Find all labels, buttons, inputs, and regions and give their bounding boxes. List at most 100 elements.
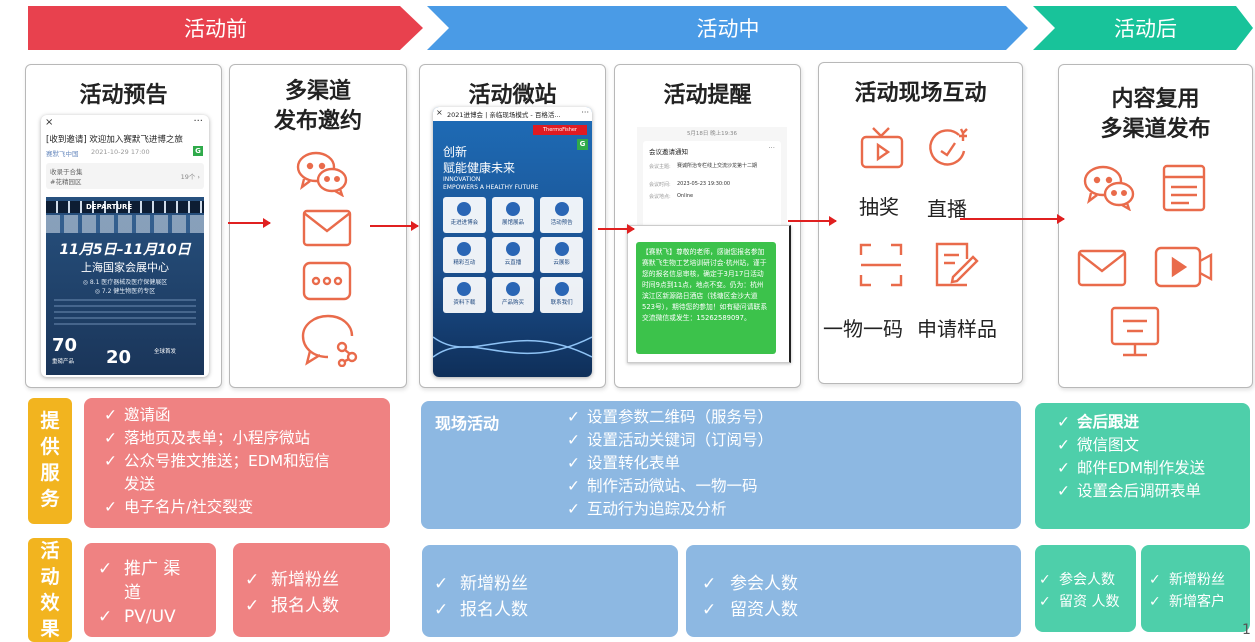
poster-body-text (54, 299, 196, 327)
service-item: ✓设置参数二维码（服务号） (567, 408, 774, 426)
social-share-icon (300, 313, 358, 367)
microsite-button[interactable]: 走进进博会 (443, 197, 486, 233)
apply-sample-icon (933, 239, 979, 289)
effects-row-label: 活动效果 (28, 538, 72, 642)
poster-stat-2-label: 全球首发 (154, 349, 177, 355)
phase-arrows (28, 6, 1253, 50)
panel-preview: 活动预告 × ··· [收到邀请] 欢迎加入赛默飞进博之旅 赛默飞中国 2021… (25, 64, 222, 388)
poster-stripes (46, 215, 204, 233)
services-row-label: 提供服务 (28, 398, 72, 524)
microsite-button[interactable]: 产品购买 (491, 277, 535, 313)
notice-meeting-time: 2023-05-23 19:30:00 (677, 181, 731, 187)
brand-g-icon: G (577, 139, 588, 150)
panel-microsite-title: 活动微站 (468, 83, 557, 108)
mail-icon (302, 209, 352, 247)
collection-tag: #花精园区 (50, 178, 82, 186)
lottery-icon (859, 125, 905, 171)
connector-arrow (788, 217, 837, 225)
phase-before-arrow (28, 6, 423, 50)
article-author: 赛默飞中国 (46, 150, 79, 158)
microsite-button[interactable]: 展馆展品 (491, 197, 535, 233)
microsite-button-grid: 走进进博会 展馆展品 活动预告 精彩互动 云直播 云展影 资料下载 产品购买 联… (443, 197, 583, 313)
service-item: ✓设置会后调研表单 (1057, 482, 1202, 500)
effects-box-4: ✓参会人数 ✓留资人数 (686, 545, 1021, 637)
event-poster: DEPARTURE 11月5日–11月10日 上海国家会展中心 ◎ 8.1 医疗… (46, 197, 204, 375)
panel-channels-title-1: 多渠道 (284, 79, 351, 104)
services-during-list: ✓设置参数二维码（服务号） ✓设置活动关键词（订阅号） ✓设置转化表单 ✓制作活… (567, 406, 773, 521)
qrcode-scan-icon (857, 241, 905, 289)
service-item: 发送 (124, 475, 156, 493)
poster-stat-1-label: 重磅产品 (52, 359, 75, 365)
microsite-button[interactable]: 资料下载 (443, 277, 486, 313)
panel-preview-title: 活动预告 (79, 83, 168, 108)
more-icon: ··· (768, 144, 775, 152)
notice-topic-label: 会议主题: (649, 164, 671, 170)
connector-arrow (370, 222, 419, 230)
connector-arrow (960, 215, 1065, 223)
microsite-button[interactable]: 云直播 (491, 237, 535, 273)
service-item: ✓微信图文 (1057, 436, 1140, 454)
microsite-button[interactable]: 活动预告 (540, 197, 583, 233)
meeting-notice-mock: 5月18日 晚上19:36 会议邀请通知 ··· 会议主题: 赛诚所治专栏线上交… (637, 127, 787, 237)
effect-item: ✓留资 人数 (1039, 594, 1120, 610)
poster-stat-1: 70 (52, 335, 78, 356)
connector-arrow (228, 219, 271, 227)
collection-count: 19个 › (180, 173, 200, 181)
panel-reuse-title-2: 多渠道发布 (1100, 117, 1211, 142)
live-label: 直播 (927, 197, 967, 221)
notice-card-title: 会议邀请通知 (649, 148, 688, 156)
close-icon: × (436, 108, 443, 117)
notice-card[interactable]: 会议邀请通知 ··· 会议主题: 赛诚所治专栏线上交流沙龙第十二期 会议时间: … (643, 141, 781, 231)
more-icon: ··· (193, 116, 203, 127)
sms-bubble: 【赛默飞】尊敬的老师，感谢您报名参加赛默飞生物工艺培训研讨会·杭州站，谨于您的报… (636, 242, 776, 354)
more-icon: ··· (581, 108, 589, 117)
apply-sample-label: 申请样品 (917, 317, 997, 341)
mail-icon (1077, 249, 1127, 287)
panel-onsite-title: 活动现场互动 (854, 81, 987, 106)
service-item: ✓电子名片/社交裂变 (104, 498, 254, 516)
article-date: 2021-10-29 17:00 (91, 148, 150, 156)
lottery-label: 抽奖 (859, 195, 899, 219)
poster-booth-2: ◎ 7.2 健生物医药专区 (94, 288, 156, 295)
phase-before-label: 活动前 (184, 17, 247, 41)
panel-reminder: 活动提醒 5月18日 晚上19:36 会议邀请通知 ··· 会议主题: 赛诚所治… (614, 64, 801, 388)
effect-item: ✓参会人数 (702, 574, 798, 594)
phase-after-arrow (1033, 6, 1253, 50)
services-during-box: 现场活动 ✓设置参数二维码（服务号） ✓设置活动关键词（订阅号） ✓设置转化表单… (421, 401, 1021, 529)
effect-item: ✓参会人数 (1039, 572, 1115, 588)
brand-g-icon: G (193, 146, 203, 156)
qrcode-label: 一物一码 (823, 317, 903, 341)
collection-card[interactable]: 收录于合集 #花精园区 19个 › (46, 163, 204, 189)
effect-item: ✓报名人数 (434, 600, 528, 620)
article-headline: [收到邀请] 欢迎加入赛默飞进博之旅 (46, 135, 183, 145)
services-during-label: 现场活动 (435, 414, 500, 433)
notice-place: Online (677, 193, 694, 199)
panel-reuse-title-1: 内容复用 (1111, 87, 1200, 112)
screen-icon (1109, 305, 1161, 359)
microsite-button[interactable]: 精彩互动 (443, 237, 486, 273)
poster-booth-1: ◎ 8.1 医疗器械及医疗保健展区 (82, 279, 168, 286)
effect-item: ✓留资人数 (702, 600, 798, 620)
connector-arrow (598, 225, 635, 233)
notice-time: 5月18日 晚上19:36 (686, 131, 738, 137)
page-number: 1 (1242, 622, 1251, 638)
panel-reminder-title: 活动提醒 (663, 83, 752, 108)
service-item: ✓制作活动微站、一物一码 (567, 477, 758, 495)
panel-channels-title-2: 发布邀约 (273, 109, 362, 134)
service-item: ✓落地页及表单；小程序微站 (104, 429, 311, 447)
microsite-header-bar: × 2021进博会 | 亲临现场模式 - 百格活... ··· (433, 107, 592, 121)
microsite-button[interactable]: 联系我们 (540, 277, 583, 313)
wechat-icon (294, 149, 350, 197)
effect-item: 道 (124, 583, 141, 603)
effects-box-6: ✓新增粉丝 ✓新增客户 (1141, 545, 1250, 632)
services-before-box: ✓邀请函 ✓落地页及表单；小程序微站 ✓公众号推文推送；EDM和短信 发送 ✓电… (84, 398, 390, 528)
microsite-button[interactable]: 云展影 (540, 237, 583, 273)
microsite-mock: × 2021进博会 | 亲临现场模式 - 百格活... ··· ThermoFi… (433, 107, 592, 377)
microsite-header-title: 2021进博会 | 亲临现场模式 - 百格活... (447, 111, 561, 119)
phase-during-arrow (427, 6, 1028, 50)
panel-microsite: 活动微站 × 2021进博会 | 亲临现场模式 - 百格活... ··· The… (419, 64, 606, 388)
poster-banner-text: DEPARTURE (86, 203, 133, 211)
effect-item: ✓新增粉丝 (245, 570, 339, 590)
effect-item: ✓新增客户 (1149, 594, 1225, 610)
wechat-icon (1081, 163, 1137, 211)
